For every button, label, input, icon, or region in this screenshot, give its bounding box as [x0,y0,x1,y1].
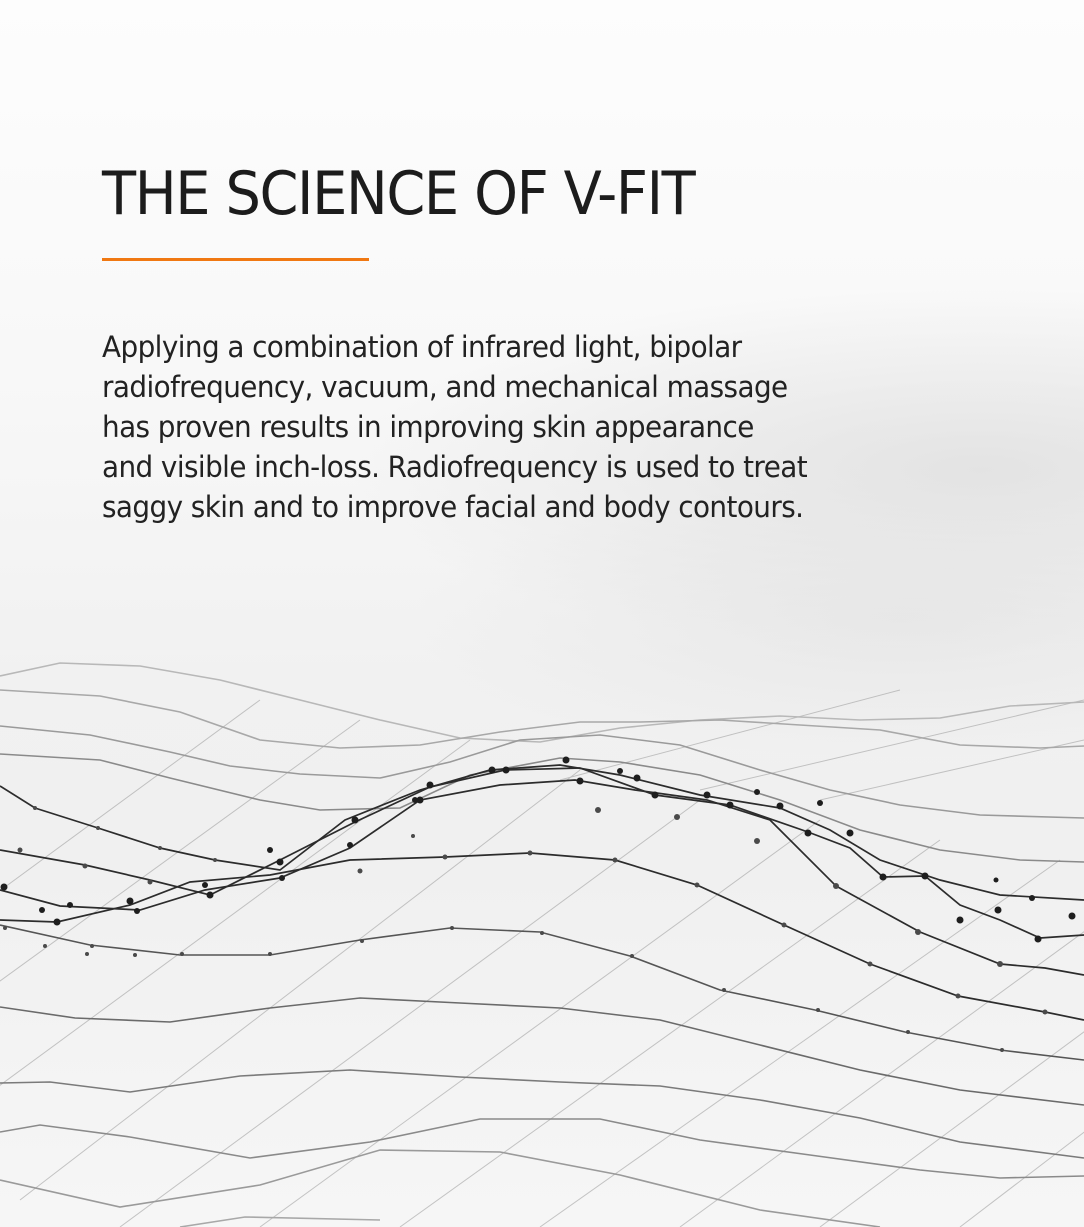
mesh-cross-lines [0,689,1084,1227]
description-line: has proven results in improving skin app… [102,410,754,444]
accent-divider [102,258,369,261]
page-title: THE SCIENCE OF V-FIT [102,159,696,229]
description-line: and visible inch-loss. Radiofrequency is… [102,450,808,484]
mesh-nodes [0,756,1076,943]
wireframe-mesh-illustration [0,662,1084,1227]
description-line: Applying a combination of infrared light… [102,330,742,364]
mesh-front-rows [0,764,1084,1021]
description-paragraph: Applying a combination of infrared light… [102,327,962,527]
mesh-back-rows [0,662,1084,863]
mesh-lower-rows [0,924,1084,1227]
mesh-small-nodes [3,806,1048,1052]
description-line: radiofrequency, vacuum, and mechanical m… [102,370,788,404]
description-line: saggy skin and to improve facial and bod… [102,490,804,524]
